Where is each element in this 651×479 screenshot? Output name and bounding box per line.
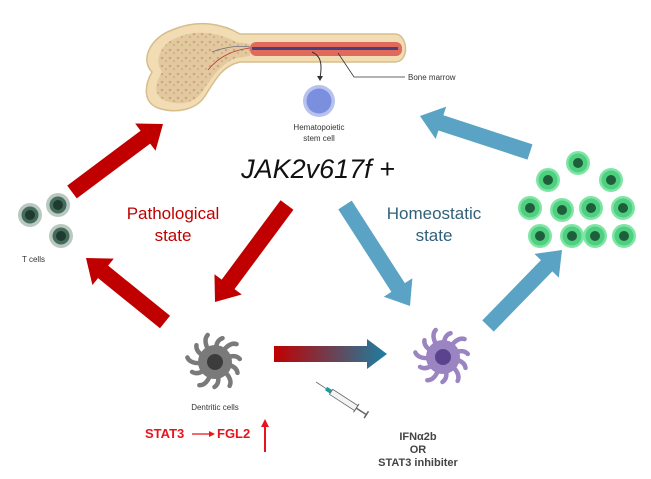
marrow-pointer-arrow [311, 51, 322, 79]
arrow-jak-to-dc-pathological [214, 200, 294, 302]
treatment-line3: STAT3 inhibiter [378, 457, 458, 469]
syringe-icon [315, 381, 370, 419]
healthy-cells-icon [518, 151, 636, 248]
pathological-state-line2: state [155, 226, 192, 245]
pathological-state-line1: Pathological [127, 204, 220, 223]
fgl2-label: FGL2 [217, 426, 250, 441]
arrow-dc-to-healthy-cells [482, 250, 562, 332]
dendritic-cells-label: Dentritic cells [191, 403, 239, 412]
bone-marrow-leader-line [337, 52, 405, 78]
arrow-right-icon [192, 431, 215, 437]
homeostatic-state-line2: state [416, 226, 453, 245]
treatment-line1: IFNα2b [399, 431, 437, 443]
bone-illustration [145, 22, 407, 112]
dendritic-cell-homeostatic-icon [413, 327, 471, 385]
jak2-title: JAK2v617f + [240, 154, 395, 184]
stat3-label: STAT3 [145, 426, 184, 441]
transition-arrow [274, 339, 387, 369]
treatment-line2: OR [410, 444, 427, 456]
hsc-label-line1: Hematopoietic [293, 123, 344, 132]
t-cells-icon [18, 193, 73, 248]
t-cells-label: T cells [22, 255, 45, 264]
increase-arrow-icon [261, 419, 269, 452]
dendritic-cell-pathological-icon [185, 332, 243, 390]
arrow-healthy-cells-to-bone [420, 106, 533, 160]
arrow-dc-to-tcells [86, 258, 171, 329]
homeostatic-state-line1: Homeostatic [387, 204, 482, 223]
hsc-label-line2: stem cell [303, 134, 335, 143]
arrow-tcells-to-bone [67, 123, 163, 199]
bone-marrow-label: Bone marrow [408, 73, 456, 82]
arrow-jak-to-dc-homeostatic [338, 200, 413, 306]
